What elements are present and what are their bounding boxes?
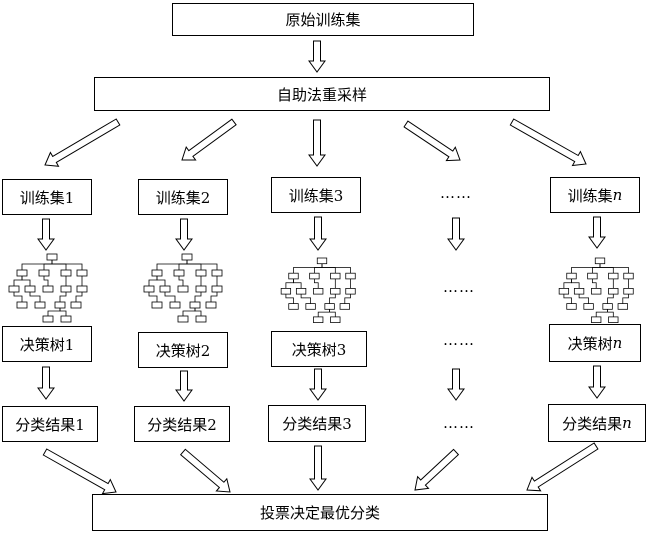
arrow-tree-to-result-3 <box>309 368 327 401</box>
decision-tree-n-prefix: 决策树 <box>567 334 613 353</box>
decision-tree-2-label: 决策树2 <box>155 341 211 360</box>
arrow-result-1-to-vote <box>42 448 117 495</box>
vote-best-classification-label: 投票决定最优分类 <box>259 504 380 522</box>
classification-result-2-box: 分类结果2 <box>134 406 230 442</box>
training-set-3-box: 训练集3 <box>271 177 361 213</box>
tree-icon-1 <box>8 253 88 323</box>
training-set-1-label: 训练集1 <box>19 188 75 207</box>
training-set-n-prefix: 训练集 <box>567 186 613 205</box>
arrow-tree-to-result-4 <box>447 368 465 401</box>
training-set-1-box: 训练集1 <box>2 179 92 215</box>
training-set-3-label: 训练集3 <box>288 186 344 205</box>
decision-tree-3-box: 决策树3 <box>271 331 367 367</box>
vote-best-classification-box: 投票决定最优分类 <box>92 494 548 531</box>
arrow-set-to-tree-4 <box>447 217 465 251</box>
tree-icon-n <box>558 257 634 323</box>
arrow-tree-to-result-2 <box>175 370 193 402</box>
decision-tree-3-label: 决策树3 <box>291 340 347 359</box>
classification-result-3-label: 分类结果3 <box>282 415 352 433</box>
ellipsis-tree: …… <box>443 278 475 296</box>
decision-tree-1-label: 决策树1 <box>19 335 75 354</box>
arrow-to-set-3 <box>308 119 326 167</box>
ellipsis-decision-tree: …… <box>443 331 475 349</box>
classification-result-2-label: 分类结果2 <box>147 415 217 434</box>
tree-icon-2 <box>143 253 223 323</box>
arrow-result-2-to-vote <box>179 448 231 493</box>
original-training-set-box: 原始训练集 <box>172 3 474 36</box>
training-set-2-box: 训练集2 <box>138 179 228 215</box>
arrow-result-n-to-vote <box>526 442 599 492</box>
decision-tree-2-box: 决策树2 <box>138 332 228 368</box>
classification-result-1-box: 分类结果1 <box>2 406 98 442</box>
bootstrap-resampling-label: 自助法重采样 <box>276 85 367 104</box>
arrow-result-3-to-vote <box>309 445 327 491</box>
training-set-2-label: 训练集2 <box>155 188 211 207</box>
ellipsis-classification-result: …… <box>443 414 475 432</box>
arrow-set-to-tree-5 <box>588 216 606 249</box>
training-set-n-index: n <box>612 186 623 204</box>
classification-result-n-prefix: 分类结果 <box>562 414 623 433</box>
arrow-to-set-ellipsis <box>403 120 461 162</box>
tree-icon-3 <box>280 257 356 323</box>
arrow-tree-to-result-5 <box>588 365 606 399</box>
arrow-result-ellipsis-to-vote <box>414 448 460 491</box>
arrow-set-to-tree-2 <box>175 218 193 251</box>
arrow-to-set-2 <box>181 118 237 161</box>
ellipsis-training-set: …… <box>440 184 472 202</box>
original-training-set-label: 原始训练集 <box>285 11 361 29</box>
arrow-to-set-n <box>509 118 587 167</box>
arrow-to-set-1 <box>44 118 121 167</box>
bootstrap-resampling-box: 自助法重采样 <box>94 77 550 111</box>
arrow-top-to-bootstrap <box>308 40 326 73</box>
classification-result-3-box: 分类结果3 <box>268 405 366 442</box>
arrow-set-to-tree-1 <box>37 218 55 251</box>
arrow-tree-to-result-1 <box>37 366 55 400</box>
classification-result-n-index: n <box>622 414 632 432</box>
arrow-set-to-tree-3 <box>309 216 327 251</box>
classification-result-1-label: 分类结果1 <box>15 415 85 434</box>
decision-tree-1-box: 决策树1 <box>2 326 92 362</box>
decision-tree-n-index: n <box>612 334 623 352</box>
